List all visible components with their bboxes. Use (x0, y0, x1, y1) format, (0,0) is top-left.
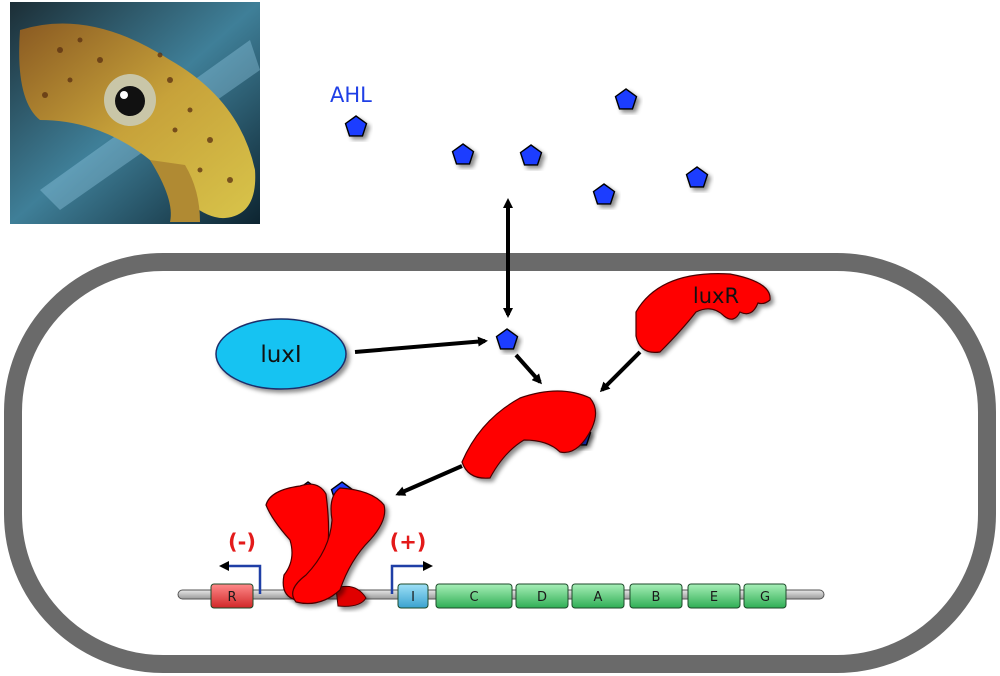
positive-regulation-label: (+) (390, 530, 427, 554)
binding-arrow-ahl (514, 353, 542, 385)
gene-label: G (760, 590, 770, 605)
gene-D: D (515, 583, 569, 609)
gene-box (687, 583, 741, 609)
luxR-protein: luxR (635, 273, 771, 354)
ahl-molecule (592, 183, 616, 205)
gene-box (515, 583, 569, 609)
gene-A: A (571, 583, 625, 609)
gene-B: B (629, 583, 683, 609)
promoter-I-arrow (390, 561, 433, 594)
gene-label: D (537, 590, 547, 605)
squid-photo (10, 2, 260, 224)
cell-membrane (4, 253, 996, 673)
luxR-label: luxR (693, 284, 739, 308)
gene-label: B (652, 590, 661, 605)
promoter-R-arrow (219, 561, 262, 594)
gene-E: E (687, 583, 741, 609)
ahl-molecule (519, 144, 543, 166)
gene-C: C (435, 583, 513, 609)
luxI-protein: luxI (215, 318, 347, 390)
gene-box (743, 583, 787, 609)
gene-label: R (227, 590, 236, 605)
gene-I: I (397, 583, 429, 609)
gene-box (210, 583, 254, 609)
gene-R: R (210, 583, 254, 609)
gene-label: A (594, 590, 603, 605)
ahl-molecule (685, 166, 709, 188)
gene-G: G (743, 583, 787, 609)
gene-box (571, 583, 625, 609)
gene-label: E (710, 590, 718, 605)
luxI-label: luxI (260, 342, 301, 368)
ahl-label: AHL (330, 83, 372, 107)
dimerization-arrow (395, 464, 463, 496)
gene-box (435, 583, 513, 609)
gene-label: C (469, 590, 478, 605)
gene-label: I (411, 590, 415, 605)
ahl-molecule (344, 115, 368, 137)
gene-box (397, 583, 429, 609)
negative-regulation-label: (-) (228, 530, 256, 554)
ahl-molecule (614, 88, 638, 110)
binding-arrow-luxR (599, 350, 642, 393)
luxR-dimer (265, 483, 386, 607)
gene-box (629, 583, 683, 609)
ahl-molecule (495, 328, 519, 350)
ahl-molecule (451, 143, 475, 165)
luxR-ahl-complex (461, 390, 597, 479)
synthesis-arrow (354, 336, 488, 354)
